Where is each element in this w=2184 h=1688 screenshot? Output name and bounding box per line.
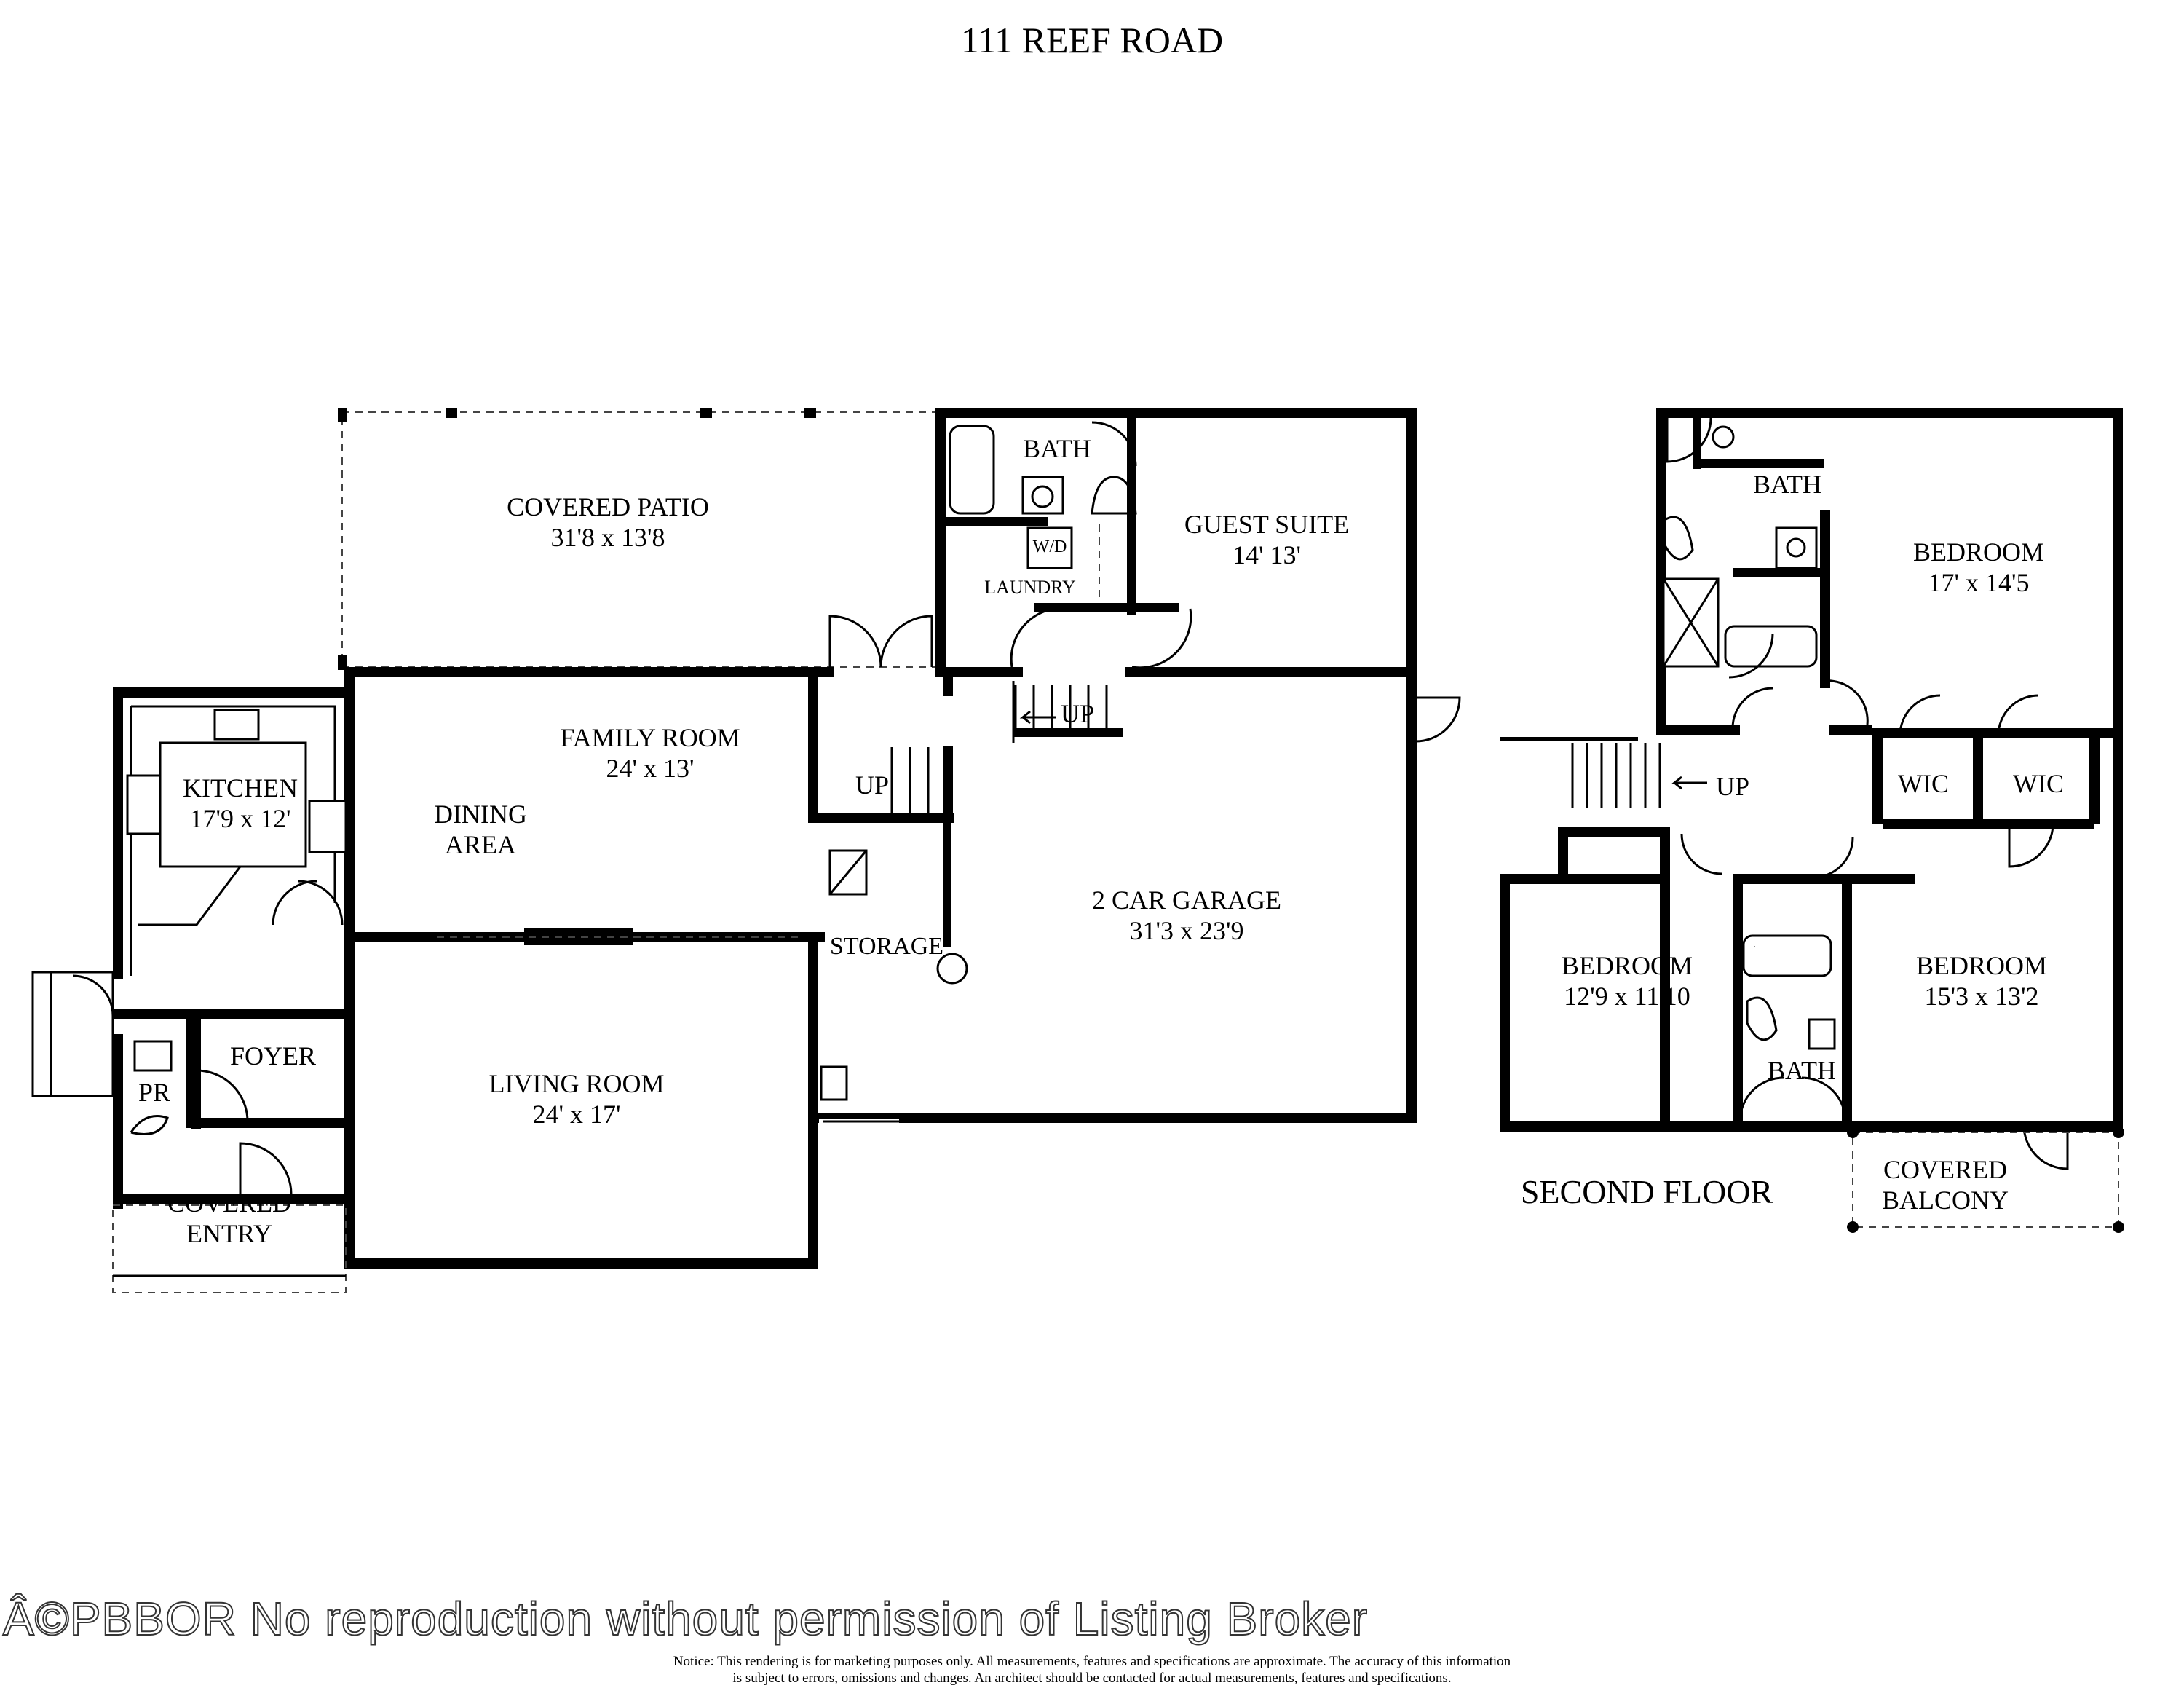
master-bedroom-label: BEDROOM: [1913, 537, 2044, 567]
garage-dims: 31'3 x 23'9: [1130, 916, 1244, 945]
bedroom-left-dims: 12'9 x 11'10: [1564, 982, 1690, 1011]
wic-2-label: WIC: [2013, 769, 2064, 798]
second-floor-bath-top-label: BATH: [1753, 470, 1821, 499]
notice-line-1: Notice: This rendering is for marketing …: [673, 1654, 1511, 1669]
bedroom-right-dims: 15'3 x 13'2: [1925, 982, 2039, 1011]
storage-label: STORAGE: [830, 933, 943, 960]
master-bedroom-dims: 17' x 14'5: [1928, 568, 2030, 597]
washer-dryer-label: W/D: [1033, 537, 1067, 556]
guest-suite-walls: [828, 408, 1417, 677]
covered-balcony-label-line1: COVERED: [1883, 1155, 2007, 1184]
bedroom-right-label: BEDROOM: [1916, 951, 2047, 980]
covered-patio-dims: 31'8 x 13'8: [551, 523, 665, 552]
kitchen-dims: 17'9 x 12': [190, 804, 291, 833]
foyer-label: FOYER: [230, 1041, 316, 1070]
bedroom-left-label: BEDROOM: [1562, 951, 1693, 980]
covered-entry-label-line1: COVERED: [167, 1188, 291, 1218]
dining-area-label-line2: AREA: [445, 830, 516, 859]
second-floor-up-label: UP: [1716, 772, 1749, 801]
first-floor-bath-label: BATH: [1023, 434, 1091, 463]
guest-suite-dims: 14' 13': [1233, 540, 1301, 569]
living-room-label: LIVING ROOM: [489, 1069, 665, 1098]
garage-label: 2 CAR GARAGE: [1092, 886, 1281, 915]
up-arrow-label-1: UP: [1061, 699, 1094, 728]
dining-area-label-line1: DINING: [434, 800, 527, 829]
main-walls: [31, 667, 834, 1293]
second-floor-label: SECOND FLOOR: [1521, 1173, 1773, 1210]
covered-patio-label: COVERED PATIO: [507, 492, 709, 521]
second-floor: BATH BEDROOM 17' x 14'5 UP WIC WIC BEDRO…: [1500, 408, 2124, 1233]
garage-walls: [808, 667, 1461, 1124]
covered-balcony-label-line2: BALCONY: [1882, 1186, 2009, 1215]
notice-line-2: is subject to errors, omissions and chan…: [732, 1671, 1452, 1686]
notice-text: Notice: This rendering is for marketing …: [0, 1653, 2184, 1687]
plan-title: 111 REEF ROAD: [961, 20, 1223, 60]
wic-1-label: WIC: [1898, 769, 1949, 798]
up-arrow-label-2: UP: [855, 770, 889, 800]
family-room-label: FAMILY ROOM: [560, 723, 740, 752]
family-room-dims: 24' x 13': [606, 754, 695, 783]
powder-room-label: PR: [138, 1078, 170, 1107]
living-room-dims: 24' x 17': [533, 1100, 621, 1129]
kitchen-label: KITCHEN: [183, 773, 298, 802]
up-arrow-1: [1019, 710, 1056, 725]
watermark-text: Â©PBBOR No reproduction without permissi…: [2, 1592, 1369, 1646]
laundry-label: LAUNDRY: [984, 577, 1076, 598]
second-floor-bath-bottom-label: BATH: [1768, 1056, 1836, 1085]
first-floor: COVERED PATIO 31'8 x 13'8 BATH GUEST SUI…: [31, 408, 1461, 1293]
guest-suite-label: GUEST SUITE: [1184, 510, 1349, 539]
covered-entry-label-line2: ENTRY: [186, 1219, 272, 1248]
